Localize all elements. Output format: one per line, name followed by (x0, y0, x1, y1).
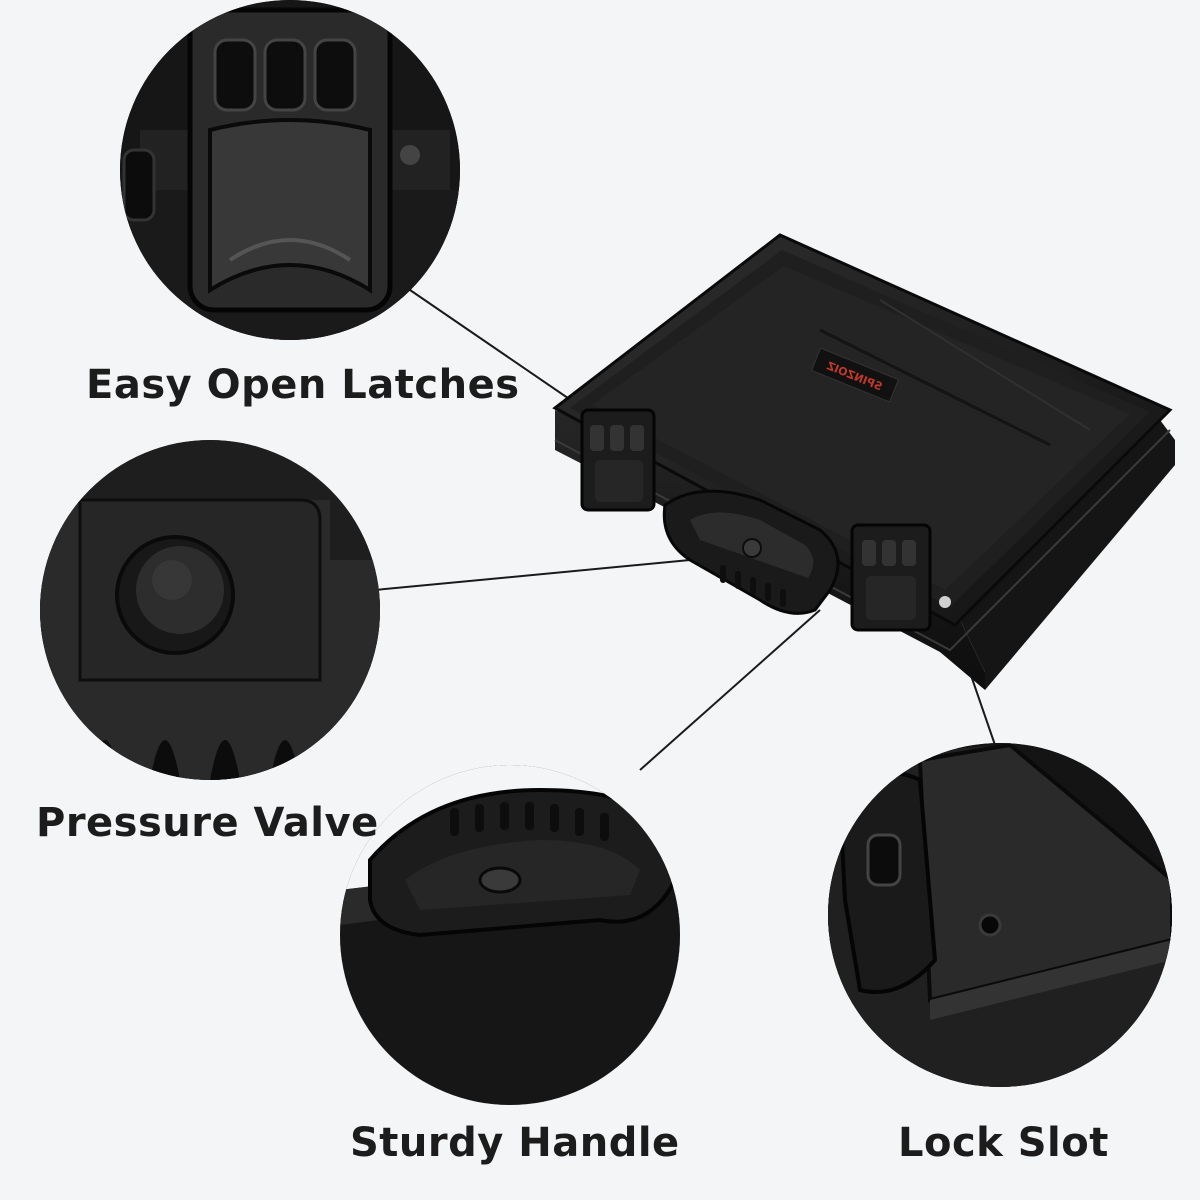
case-latch-left (580, 408, 656, 512)
case-latch-right (850, 523, 932, 632)
case-handle (662, 489, 840, 615)
valve-closeup (40, 440, 380, 780)
case-image: SPINZOIZ (552, 233, 1175, 690)
lock-slot-closeup (828, 743, 1172, 1087)
handle-closeup (340, 765, 680, 1105)
label-easy-open-latches: Easy Open Latches (86, 362, 520, 408)
latches-closeup (120, 0, 460, 340)
label-lock-slot: Lock Slot (898, 1120, 1109, 1166)
label-sturdy-handle: Sturdy Handle (350, 1120, 680, 1166)
label-pressure-valve: Pressure Valve (36, 800, 379, 846)
case-lock-slot (939, 596, 951, 608)
